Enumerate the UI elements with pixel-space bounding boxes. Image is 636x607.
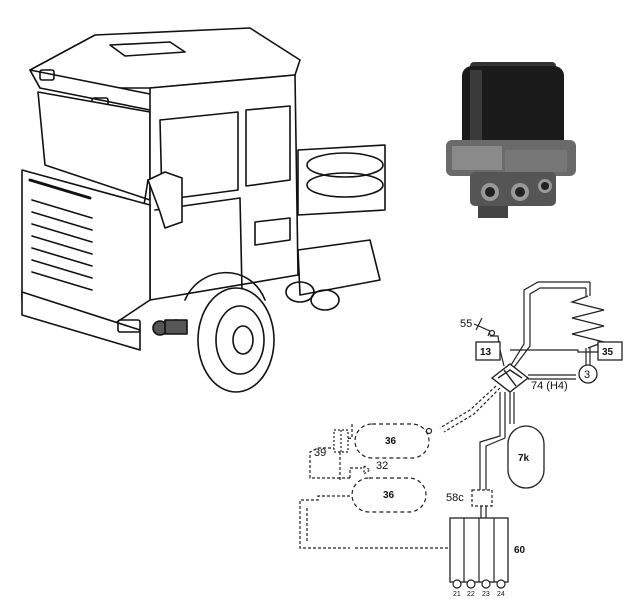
port-label: 24 xyxy=(497,591,505,598)
label-74-h4: 74 (H4) xyxy=(531,380,568,392)
dashed-lines xyxy=(299,385,501,549)
tank-7k xyxy=(507,425,545,489)
port-label: 21 xyxy=(453,591,461,598)
label-60: 60 xyxy=(514,545,526,556)
label-32: 32 xyxy=(376,460,388,472)
port-label: 22 xyxy=(467,591,475,598)
label-36-lower: 36 xyxy=(383,490,395,501)
truck-illustration xyxy=(21,27,386,393)
component-labels: 55 13 35 3 74 (H4) 7k 36 36 39 32 58c 60… xyxy=(314,318,614,598)
box-35 xyxy=(597,341,623,361)
label-7k: 7k xyxy=(518,453,530,464)
label-36-upper: 36 xyxy=(385,436,397,447)
port-label: 23 xyxy=(482,591,490,598)
label-55: 55 xyxy=(460,318,472,330)
filter-58c xyxy=(471,489,493,507)
label-3: 3 xyxy=(584,369,590,381)
gauge-3 xyxy=(578,364,598,384)
label-35: 35 xyxy=(602,347,614,358)
label-58c: 58c xyxy=(446,492,464,504)
tank-36-lower xyxy=(351,477,427,513)
air-dryer-74 xyxy=(490,363,530,393)
box-13 xyxy=(475,341,501,361)
valve-39 xyxy=(333,429,349,453)
tank-36-upper xyxy=(354,423,430,459)
valve-block-60 xyxy=(449,517,509,589)
air-dryer-photo xyxy=(446,62,576,218)
air-system-schematic xyxy=(299,281,623,589)
label-13: 13 xyxy=(480,347,492,358)
label-39: 39 xyxy=(314,447,326,459)
